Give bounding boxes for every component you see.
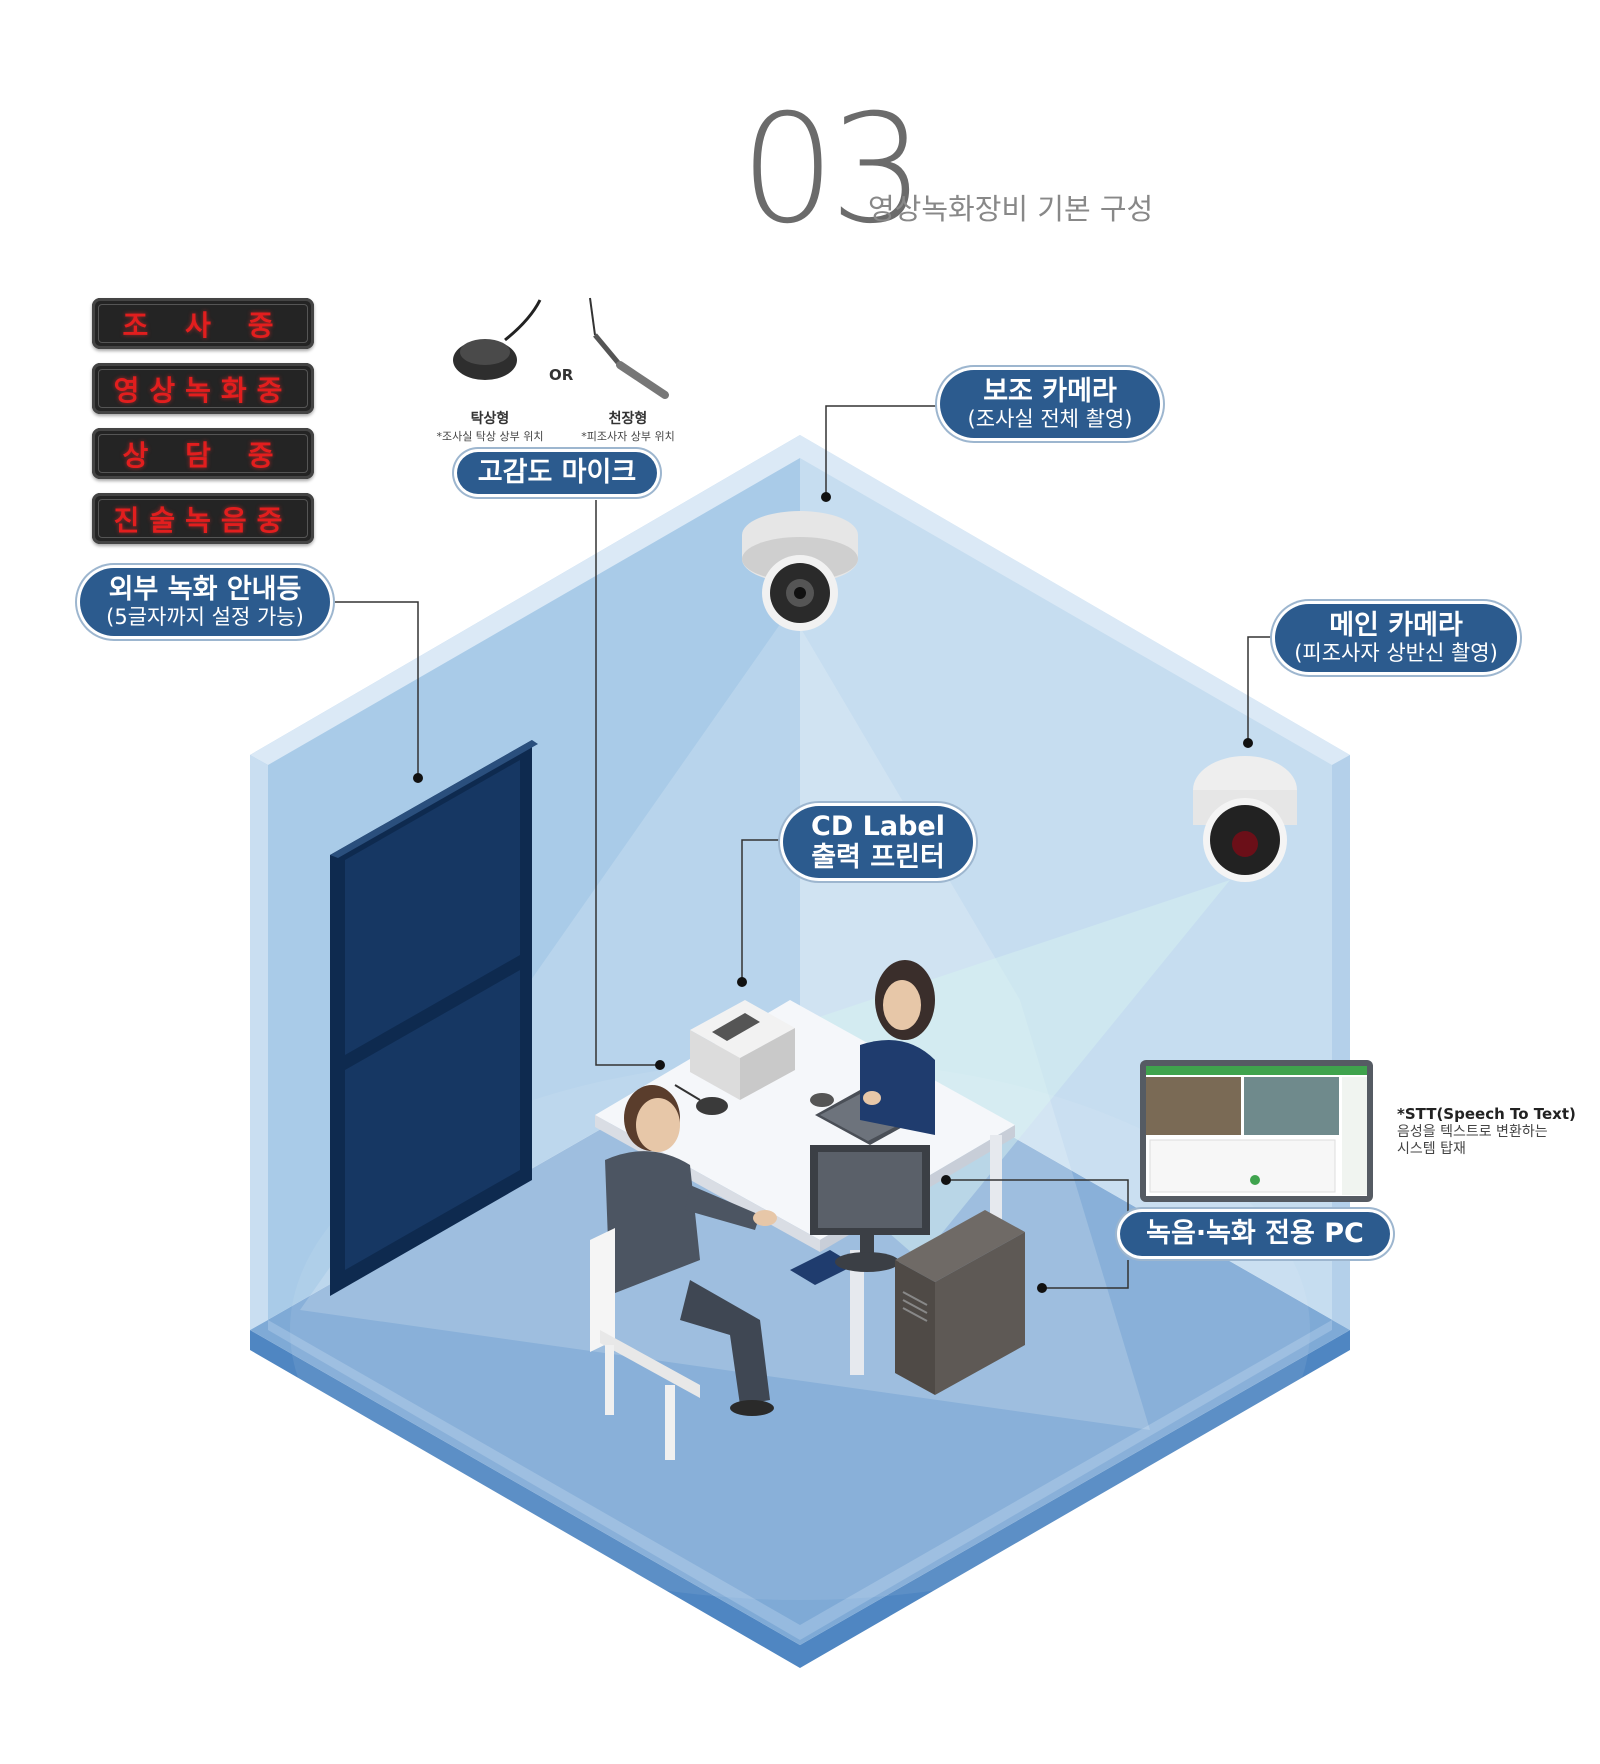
- callout-title: 녹음·녹화 전용 PC: [1146, 1218, 1364, 1250]
- section-number: 03: [740, 83, 925, 257]
- callout-microphone: 고감도 마이크: [457, 452, 657, 494]
- callout-pc: 녹음·녹화 전용 PC: [1120, 1212, 1390, 1256]
- stt-line: 음성을 텍스트로 변환하는: [1397, 1123, 1548, 1140]
- ceiling-mic-label: 천장형 *피조사자 상부 위치: [548, 408, 708, 444]
- callout-subtitle: (피조사자 상반신 촬영): [1294, 640, 1498, 665]
- table-mic-icon: [453, 299, 542, 380]
- table-mic-base: [696, 1097, 728, 1115]
- callout-sub-camera: 보조 카메라 (조사실 전체 촬영): [940, 370, 1160, 438]
- mic-type-name: 탁상형: [470, 411, 510, 427]
- callout-title: 외부 녹화 안내등: [108, 573, 302, 605]
- callout-title: 보조 카메라: [983, 375, 1117, 407]
- callout-external-light: 외부 녹화 안내등 (5글자까지 설정 가능): [80, 568, 330, 636]
- callout-subtitle: (조사실 전체 촬영): [967, 406, 1133, 431]
- callout-subtitle: (5글자까지 설정 가능): [106, 604, 304, 629]
- mic-type-name: 천장형: [608, 411, 648, 427]
- leader-lines: [330, 405, 1275, 1289]
- led-sign: 상 담 중: [92, 428, 314, 479]
- callout-title: 고감도 마이크: [477, 457, 637, 489]
- stt-title: *STT(Speech To Text): [1397, 1105, 1576, 1123]
- pc-tower: [895, 1210, 1025, 1395]
- led-sign: 진술녹음중: [92, 493, 314, 544]
- table-mic-label: 탁상형 *조사실 탁상 상부 위치: [410, 408, 570, 444]
- main-camera: [1193, 756, 1297, 882]
- stt-line: 시스템 탑재: [1397, 1141, 1466, 1158]
- desk-monitor: [810, 1145, 930, 1272]
- or-label: OR: [549, 366, 574, 384]
- pc-screen-preview: [1140, 1060, 1373, 1202]
- stt-note: *STT(Speech To Text) 음성을 텍스트로 변환하는 시스템 탑…: [1397, 1105, 1576, 1159]
- mic-type-note: *조사실 탁상 상부 위치: [436, 430, 544, 443]
- callout-printer: CD Label 출력 프린터: [783, 806, 973, 878]
- callout-title: 출력 프린터: [811, 842, 945, 873]
- led-sign: 영상녹화중: [92, 363, 314, 414]
- chair: [590, 1228, 700, 1460]
- callout-main-camera: 메인 카메라 (피조사자 상반신 촬영): [1275, 604, 1517, 672]
- callout-title: 메인 카메라: [1329, 609, 1463, 641]
- suspect-figure: [605, 1085, 777, 1416]
- led-sign: 조 사 중: [92, 298, 314, 349]
- cd-label-printer: [690, 1000, 795, 1100]
- callout-title: CD Label: [811, 810, 945, 842]
- mic-type-note: *피조사자 상부 위치: [581, 430, 675, 443]
- ceiling-mic-icon: [589, 297, 669, 399]
- section-title: 영상녹화장비 기본 구성: [868, 192, 1154, 226]
- sub-camera: [742, 511, 858, 631]
